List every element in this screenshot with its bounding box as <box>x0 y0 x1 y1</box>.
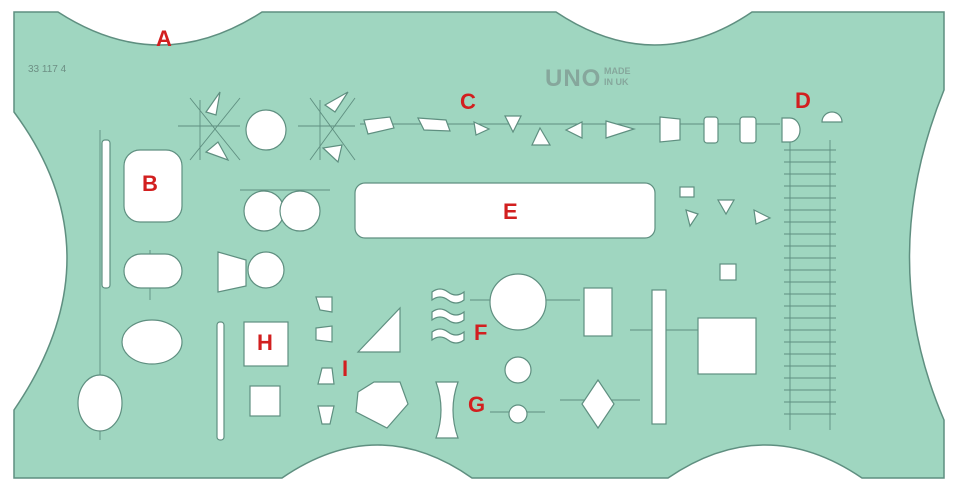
label-a: A <box>156 26 172 51</box>
small-triangle-cutout <box>504 115 522 134</box>
brand-in-uk: IN UK <box>604 77 629 87</box>
square-cutout-h <box>243 321 289 367</box>
label-i: I <box>342 356 348 381</box>
coil-cutout-f <box>431 288 465 344</box>
concave-cutout <box>435 381 459 439</box>
slot-cutout <box>101 139 111 289</box>
circle-cutout <box>247 251 285 289</box>
circle-cutout-g <box>504 356 532 384</box>
label-h: H <box>257 330 273 355</box>
ellipse-cutout <box>77 374 123 432</box>
rect-cutout <box>583 287 613 337</box>
rect-cutout <box>739 116 757 144</box>
crosshair-marks <box>178 97 356 161</box>
small-trapezoid-cutout <box>315 296 333 313</box>
trapezoid-cutout <box>659 116 681 143</box>
square-cutout <box>249 385 281 417</box>
rounded-rect-cutout-b <box>123 149 183 223</box>
small-triangle-cutout <box>753 208 772 225</box>
small-trapezoid-cutout <box>315 325 333 343</box>
triangle-cutout <box>205 91 221 116</box>
brand-logo: UNO <box>545 65 601 92</box>
capsule-cutout <box>123 253 183 289</box>
triangle-cutout <box>323 91 349 113</box>
label-f: F <box>474 320 487 345</box>
ellipse-cutout <box>121 319 183 365</box>
rect-cutout <box>703 116 719 144</box>
ruler-scale-d <box>784 140 836 430</box>
circle-cutout <box>508 404 528 424</box>
circle-cutout <box>279 190 321 232</box>
square-cutout <box>697 317 757 375</box>
brand-made: MADE <box>604 66 631 76</box>
small-triangle-cutout <box>564 121 583 139</box>
circle-cutout <box>245 109 287 151</box>
arrow-cutout <box>605 120 637 139</box>
dome-cutout <box>821 111 843 123</box>
label-c: C <box>460 89 476 114</box>
label-e: E <box>503 199 518 224</box>
cutouts <box>77 91 843 441</box>
small-trapezoid-cutout <box>317 367 335 385</box>
circle-cutout <box>489 273 547 331</box>
triangle-cutout <box>321 144 343 164</box>
row-shape-cutout <box>416 117 451 132</box>
small-triangle-cutout <box>716 199 736 216</box>
right-triangle-cutout-i <box>356 306 401 353</box>
small-triangle-cutout <box>531 126 552 146</box>
long-slot-cutout-e <box>354 182 656 239</box>
small-trapezoid-cutout <box>317 405 335 425</box>
slot-cutout <box>651 289 667 425</box>
diamond-cutout <box>581 378 615 430</box>
half-round-cutout <box>781 117 801 143</box>
small-triangle-cutout <box>473 120 491 136</box>
label-d: D <box>795 88 811 113</box>
small-square-cutout <box>719 263 737 281</box>
small-triangle-cutout <box>685 209 699 228</box>
trapezoid-cutout <box>217 251 247 293</box>
part-number: 33 117 4 <box>28 64 67 75</box>
label-g: G <box>468 392 485 417</box>
triangle-cutout <box>204 141 230 162</box>
pentagon-cutout <box>355 381 409 429</box>
slot-cutout <box>216 321 225 441</box>
label-b: B <box>142 171 158 196</box>
row-shape-cutout <box>363 116 395 135</box>
small-rect-cutout <box>679 186 695 198</box>
circle-cutout <box>243 190 285 232</box>
